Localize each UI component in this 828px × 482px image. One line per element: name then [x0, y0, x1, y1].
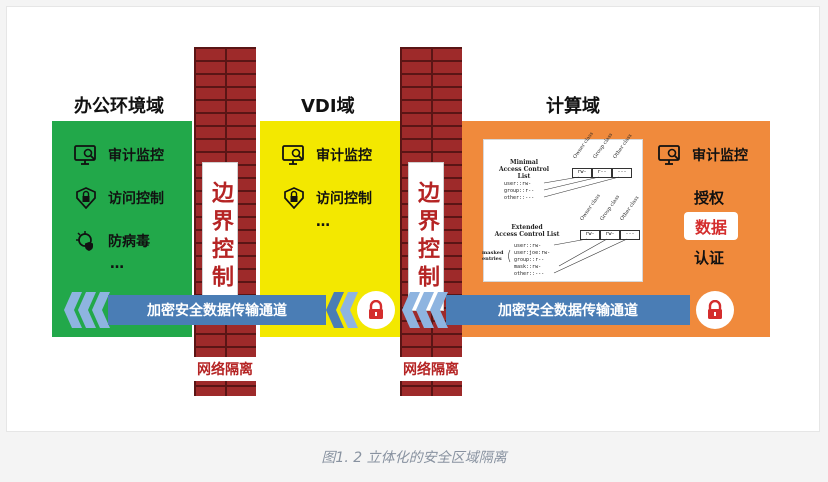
- acl-extended-line: user::rw-: [514, 243, 542, 249]
- data-badge: 数据: [684, 212, 738, 240]
- vdi-more-ellipsis: …: [316, 214, 330, 230]
- acl-minimal-line: other::---: [504, 195, 535, 201]
- chevron-left-icon: [326, 292, 344, 328]
- office-antivirus-item: 防病毒: [74, 230, 150, 252]
- chevron-left-icon: [92, 292, 110, 328]
- boundary-wall-left: 边界控制 网络隔离: [191, 47, 259, 396]
- acl-perm-box: rw-: [600, 230, 620, 240]
- lock-icon: [696, 291, 734, 329]
- acl-connector-lines: [508, 176, 628, 274]
- acl-extended-line: group::r--: [514, 257, 545, 263]
- encrypted-channel-right: 加密安全数据传输通道: [402, 292, 698, 328]
- monitor-audit-icon: [74, 145, 96, 165]
- vdi-zone-title: VDI域: [301, 96, 355, 117]
- chevron-left-icon: [78, 292, 96, 328]
- compute-zone-title: 计算域: [546, 96, 600, 117]
- authenticate-label: 认证: [694, 249, 725, 267]
- acl-extended-line: other::---: [514, 271, 545, 277]
- shield-lock-icon: [76, 187, 96, 209]
- authorize-label: 授权: [694, 189, 725, 207]
- office-antivirus-label: 防病毒: [108, 234, 150, 250]
- chevron-left-icon: [402, 292, 420, 328]
- acl-masked-label: masked entries: [482, 250, 504, 262]
- compute-audit-item: 审计监控: [658, 144, 748, 166]
- compute-audit-label: 审计监控: [692, 148, 748, 164]
- office-audit-label: 审计监控: [108, 148, 164, 164]
- acl-minimal-line: user::rw-: [504, 181, 532, 187]
- boundary-wall-right: 边界控制 网络隔离: [397, 47, 465, 396]
- acl-minimal-title: Minimal Access Control List: [499, 159, 549, 180]
- acl-perm-box: r--: [592, 168, 612, 178]
- chevron-left-icon: [340, 292, 358, 328]
- acl-extended-line: mask::rw-: [514, 264, 542, 270]
- boundary-control-label: 边界控制: [202, 162, 238, 311]
- office-access-label: 访问控制: [108, 191, 164, 207]
- boundary-control-label: 边界控制: [408, 162, 444, 311]
- office-more-ellipsis: …: [110, 256, 124, 272]
- acl-perm-box: rw-: [572, 168, 592, 178]
- monitor-audit-icon: [658, 145, 680, 165]
- vdi-access-item: 访问控制: [282, 187, 372, 209]
- channel-label: 加密安全数据传输通道: [446, 295, 690, 325]
- acl-perm-box: rw-: [580, 230, 600, 240]
- virus-shield-icon: [76, 231, 93, 251]
- channel-label: 加密安全数据传输通道: [108, 295, 326, 325]
- chevron-left-icon: [64, 292, 82, 328]
- encrypted-channel-left: 加密安全数据传输通道: [64, 292, 386, 328]
- shield-lock-icon: [284, 187, 304, 209]
- chevron-left-icon: [416, 292, 434, 328]
- chevron-left-icon: [430, 292, 448, 328]
- vdi-audit-item: 审计监控: [282, 144, 372, 166]
- acl-minimal-line: group::r--: [504, 188, 535, 194]
- network-isolation-label: 网络隔离: [397, 357, 465, 381]
- office-audit-item: 审计监控: [74, 144, 164, 166]
- figure-caption: 图1. 2 立体化的安全区域隔离: [321, 450, 507, 466]
- acl-figure: Minimal Access Control List user::rw- gr…: [482, 131, 643, 282]
- acl-extended-title: Extended Access Control List: [494, 224, 560, 238]
- acl-perm-box: ---: [620, 230, 640, 240]
- lock-icon: [357, 291, 395, 329]
- office-zone-title: 办公环境域: [74, 96, 164, 117]
- monitor-audit-icon: [282, 145, 304, 165]
- network-isolation-label: 网络隔离: [191, 357, 259, 381]
- vdi-audit-label: 审计监控: [316, 148, 372, 164]
- acl-perm-box: ---: [612, 168, 632, 178]
- office-access-item: 访问控制: [74, 187, 164, 209]
- vdi-access-label: 访问控制: [316, 191, 372, 207]
- acl-extended-line: user:joe:rw-: [514, 250, 551, 256]
